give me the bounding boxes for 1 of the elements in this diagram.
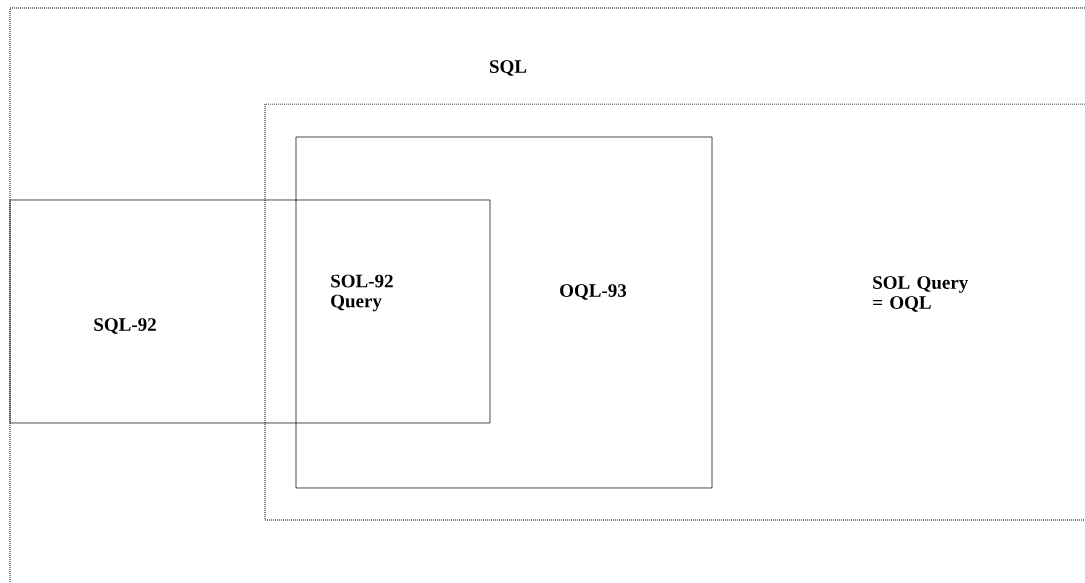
region-label: SOL-92 Query <box>331 274 393 312</box>
